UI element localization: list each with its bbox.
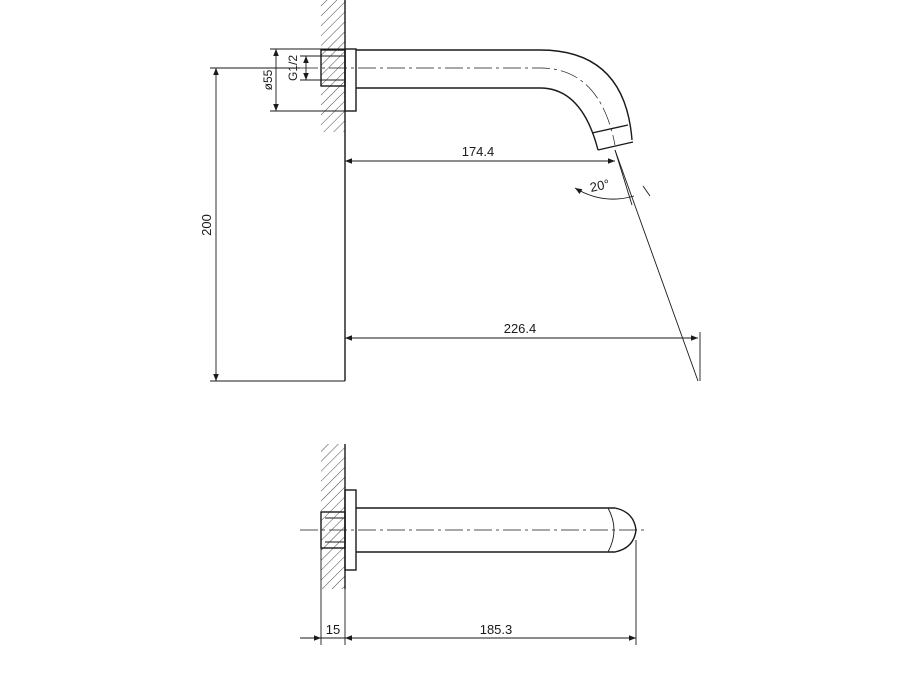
plan-view: 15 185.3 (300, 444, 648, 645)
wall-hatch-bottom (321, 444, 345, 589)
dim-height-label: 200 (199, 214, 214, 236)
wall-hatch-top (321, 0, 345, 132)
jet-line (614, 149, 699, 382)
dim-spout-length-label: 185.3 (480, 622, 513, 637)
side-view: 20° ø55 G1/2 200 174.4 226.4 (199, 0, 701, 382)
flange-side (344, 48, 357, 112)
dim-angle-label: 20° (589, 176, 611, 195)
spout-outline-side (356, 49, 633, 141)
angle-arc (574, 187, 635, 200)
spout-centerline-side (300, 67, 616, 146)
dim-flange-depth-label: 15 (326, 622, 340, 637)
dim-jet-reach-label: 226.4 (504, 321, 537, 336)
dim-flange-diameter-label: ø55 (261, 69, 275, 90)
dim-spout-reach-label: 174.4 (462, 144, 495, 159)
